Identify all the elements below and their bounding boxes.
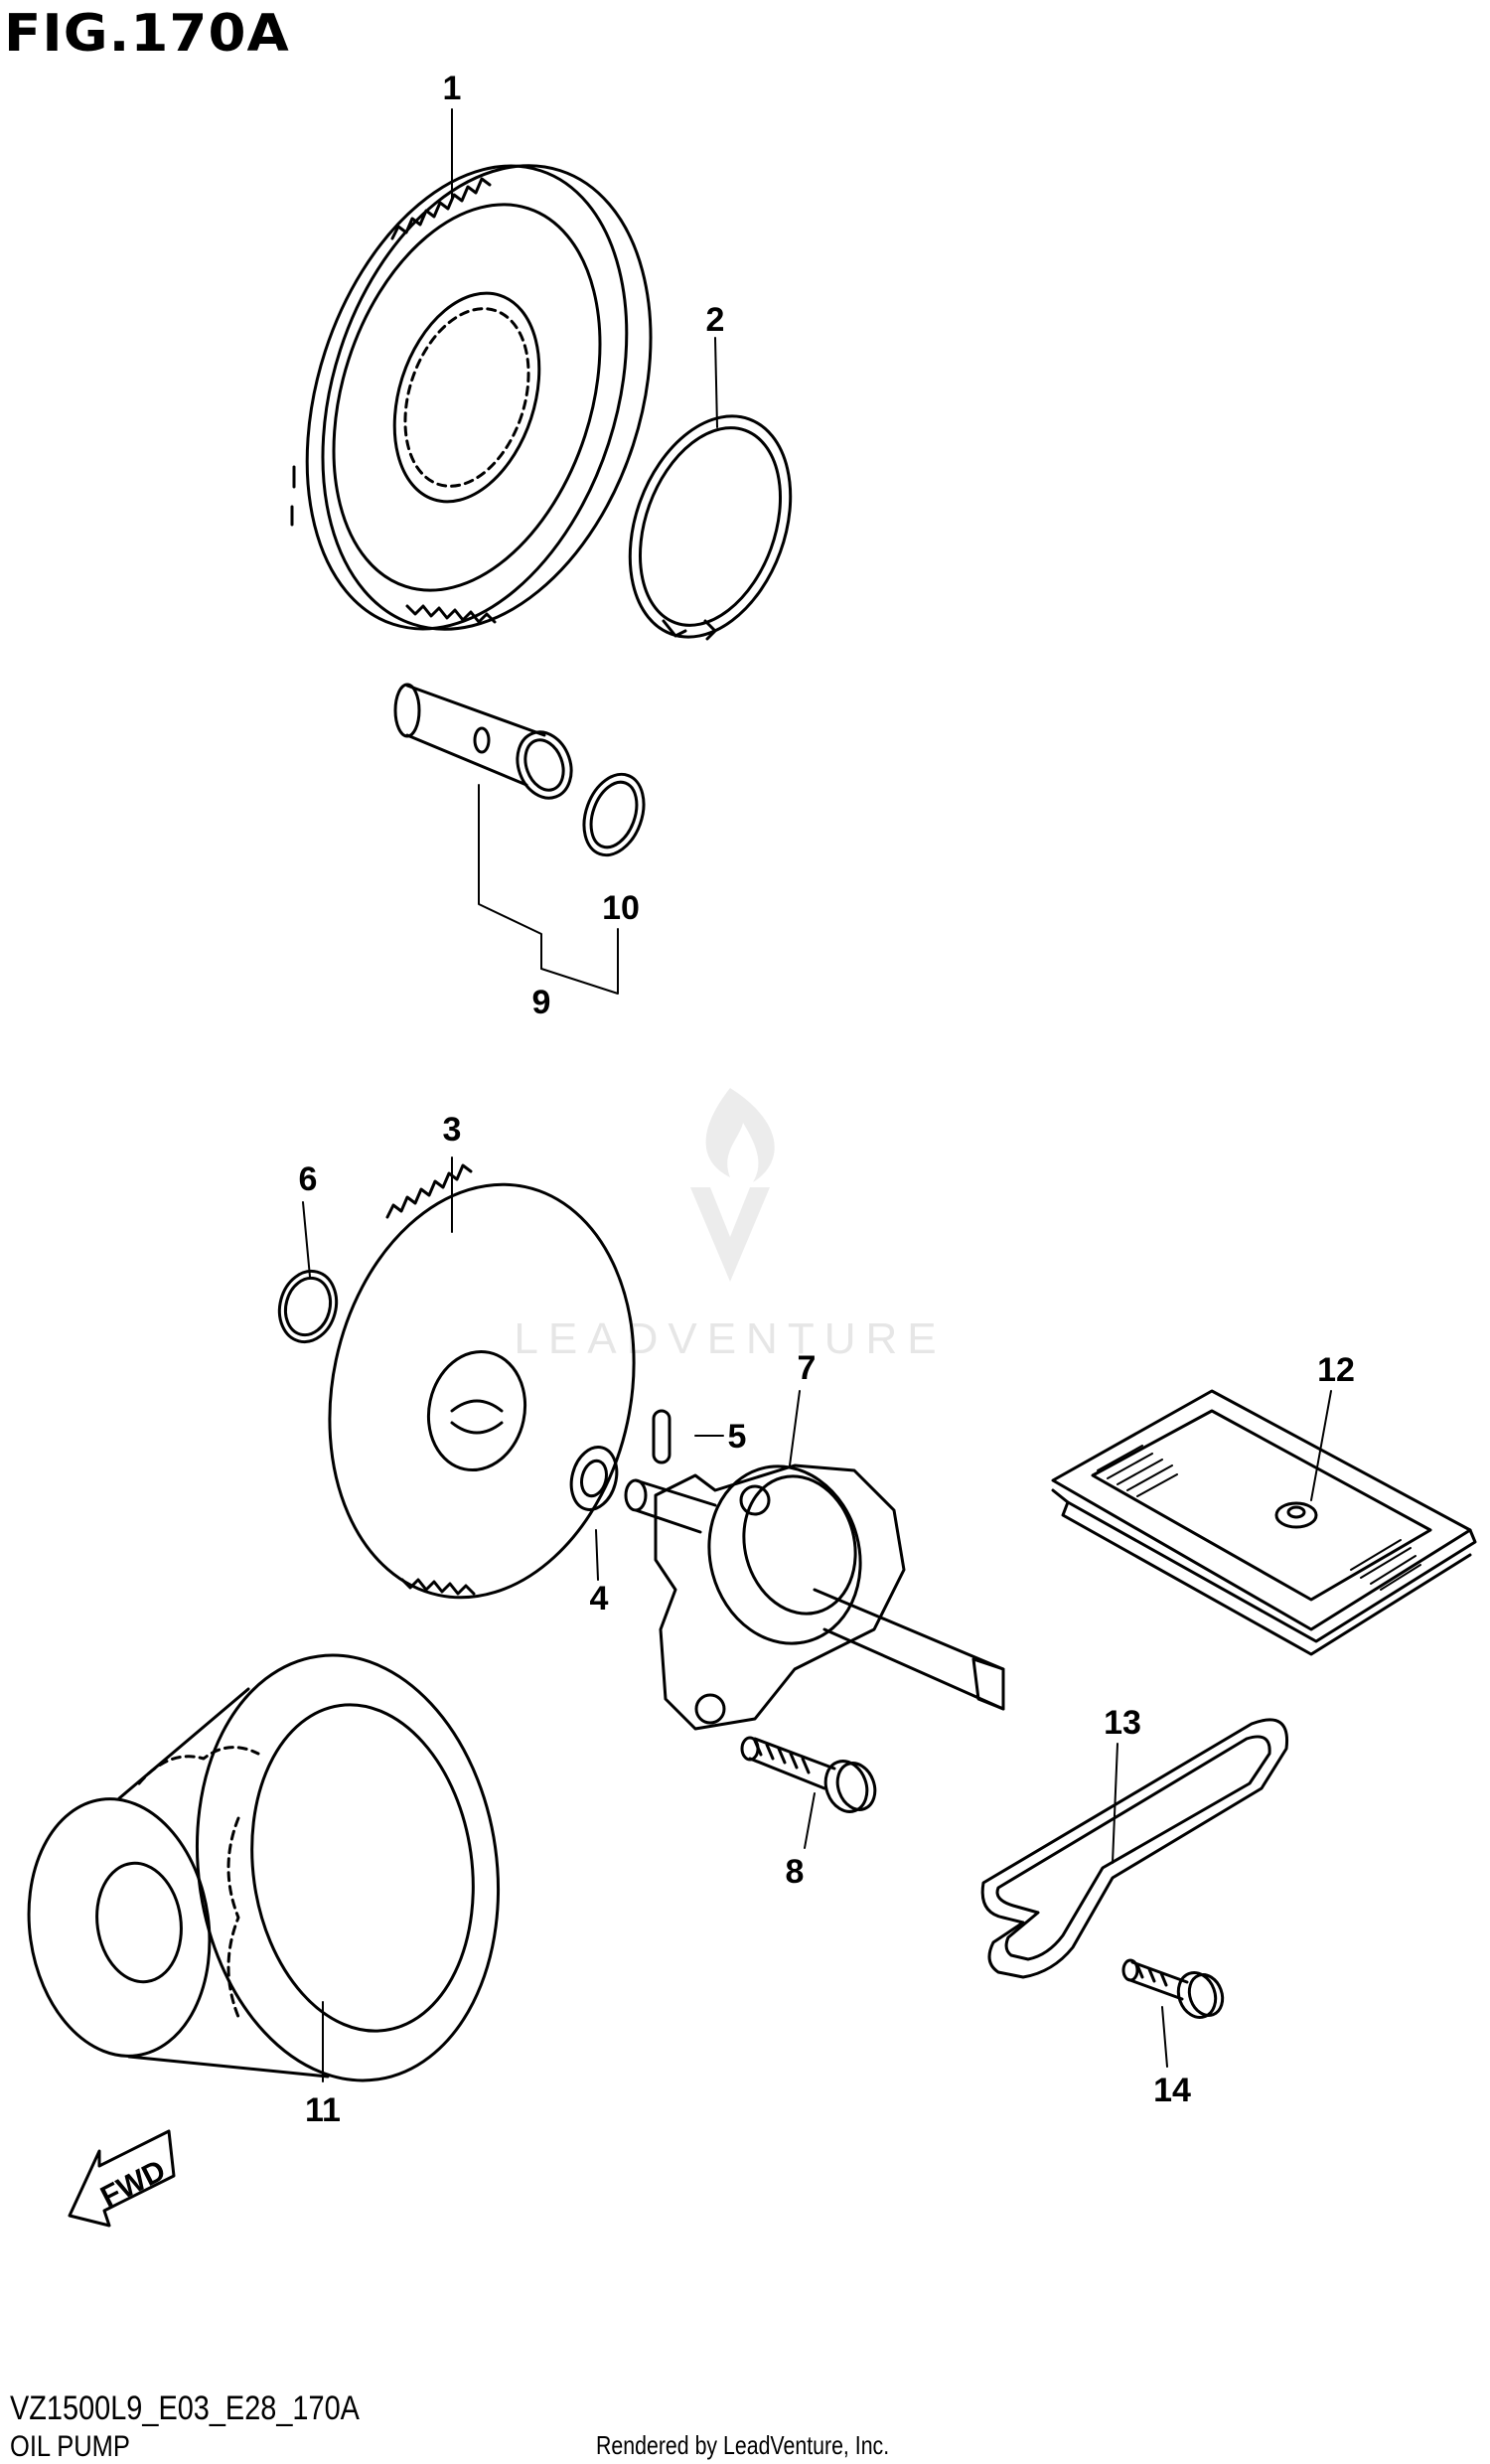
callout-4: 4	[590, 1580, 609, 1617]
watermark-text: LEADVENTURE	[514, 1314, 946, 1363]
callout-2: 2	[706, 301, 725, 339]
part-11-oil-filter	[27, 1653, 501, 2082]
part-8-bolt	[740, 1736, 877, 1813]
callout-numbers: 1 2 3 4 5 6 7 8 9 10 11 12 13 14	[299, 70, 1355, 2129]
figure-name: OIL PUMP	[10, 2430, 130, 2463]
part-13-gasket	[980, 1718, 1289, 1979]
part-5-pin	[652, 1409, 671, 1464]
part-14-bolt	[1121, 1958, 1225, 2019]
part-2-circlip	[628, 414, 793, 641]
part-12-oil-strainer	[1051, 1389, 1477, 1656]
figure-code: VZ1500L9_E03_E28_170A	[10, 2389, 360, 2427]
callout-13: 13	[1104, 1704, 1141, 1742]
callout-6: 6	[299, 1160, 318, 1198]
part-9-shaft	[393, 683, 573, 800]
part-1-drive-gear	[290, 164, 653, 631]
rendered-by-credit: Rendered by LeadVenture, Inc.	[596, 2430, 890, 2460]
callout-7: 7	[798, 1349, 817, 1387]
callout-8: 8	[786, 1853, 805, 1891]
callout-5: 5	[728, 1418, 747, 1456]
part-6-circlip	[277, 1269, 339, 1344]
callout-10: 10	[602, 889, 640, 927]
callout-11: 11	[305, 2091, 341, 2129]
callout-1: 1	[443, 70, 462, 107]
callout-14: 14	[1153, 2072, 1191, 2109]
figure-title: FIG.170A	[4, 4, 290, 64]
fwd-arrow	[68, 2129, 176, 2228]
callout-12: 12	[1317, 1351, 1355, 1389]
leadventure-watermark: LEADVENTURE	[514, 1088, 946, 1363]
leader-lines	[302, 108, 1332, 2082]
callout-3: 3	[443, 1111, 462, 1149]
part-10-o-ring	[582, 772, 646, 857]
callout-9: 9	[532, 984, 551, 1021]
part-7-oil-pump	[624, 1463, 1005, 1731]
part-3-driven-gear	[328, 1163, 636, 1600]
part-4-washer	[569, 1446, 619, 1511]
